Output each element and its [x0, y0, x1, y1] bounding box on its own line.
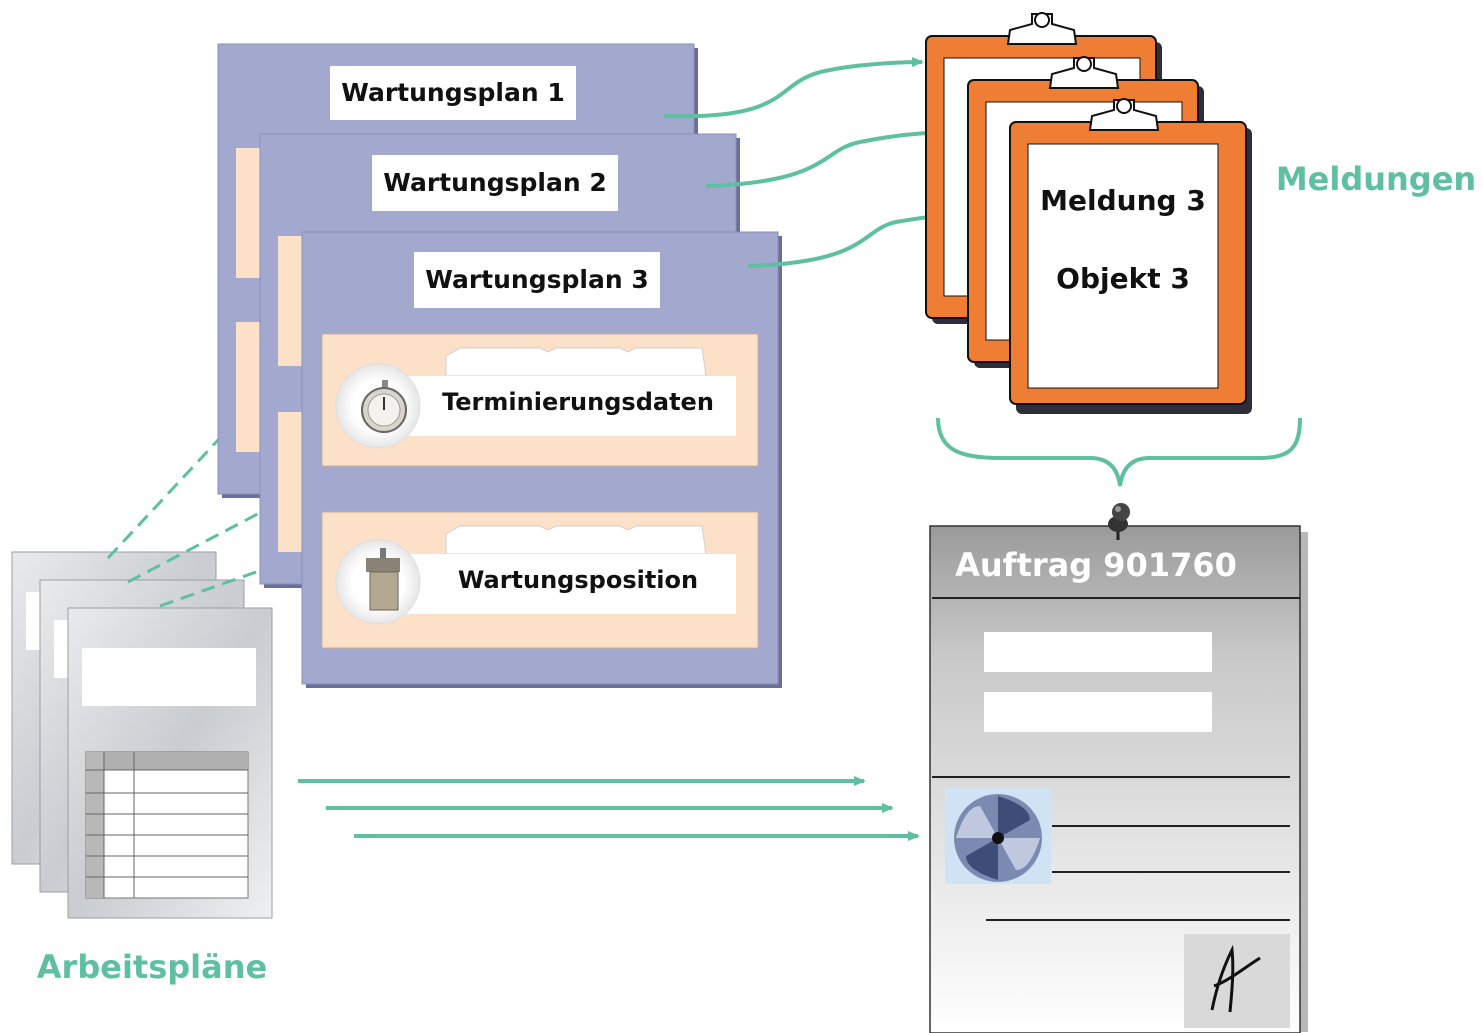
- order-field: [984, 632, 1212, 672]
- order-title: Auftrag 901760: [955, 546, 1237, 584]
- task-lists-label: Arbeitspläne: [37, 948, 267, 986]
- notification-brace: [936, 417, 1302, 487]
- maintenance-plan-3[interactable]: Wartungsplan 3 Terminierungsdaten: [301, 231, 782, 688]
- task-list-table: [85, 751, 249, 899]
- signature-stamp-icon: [1184, 934, 1290, 1028]
- order-field: [984, 692, 1212, 732]
- clip-icon: [1006, 12, 1078, 45]
- clip-icon: [1088, 98, 1160, 131]
- stopwatch-icon: [361, 380, 407, 433]
- plan-2-title: Wartungsplan 2: [383, 168, 606, 197]
- notifications-label: Meldungen: [1276, 160, 1476, 198]
- order-document[interactable]: Auftrag 901760: [929, 503, 1308, 1033]
- task-list-stack: Arbeitspläne: [11, 551, 273, 986]
- motor-icon: [366, 548, 400, 611]
- pin-icon: [1108, 503, 1130, 540]
- maintenance-position-item[interactable]: Wartungsposition: [321, 511, 759, 649]
- turbine-icon: [945, 788, 1051, 884]
- plan-3-title: Wartungsplan 3: [425, 265, 648, 294]
- scheduling-data-label: Terminierungsdaten: [442, 388, 714, 416]
- plan-1-title: Wartungsplan 1: [341, 78, 564, 107]
- notification-3-title: Meldung 3: [1040, 184, 1206, 217]
- notification-3[interactable]: Meldung 3 Objekt 3: [1009, 98, 1252, 414]
- scheduling-data-item[interactable]: Terminierungsdaten: [321, 333, 759, 467]
- notification-3-object: Objekt 3: [1056, 262, 1190, 295]
- maintenance-position-label: Wartungsposition: [458, 566, 698, 594]
- clip-icon: [1048, 56, 1120, 89]
- task-list-order-arrows: [298, 776, 920, 841]
- notification-stack: Meldung 3 Objekt 3 Meldungen: [925, 12, 1476, 414]
- task-list-sheet-front: [67, 607, 273, 919]
